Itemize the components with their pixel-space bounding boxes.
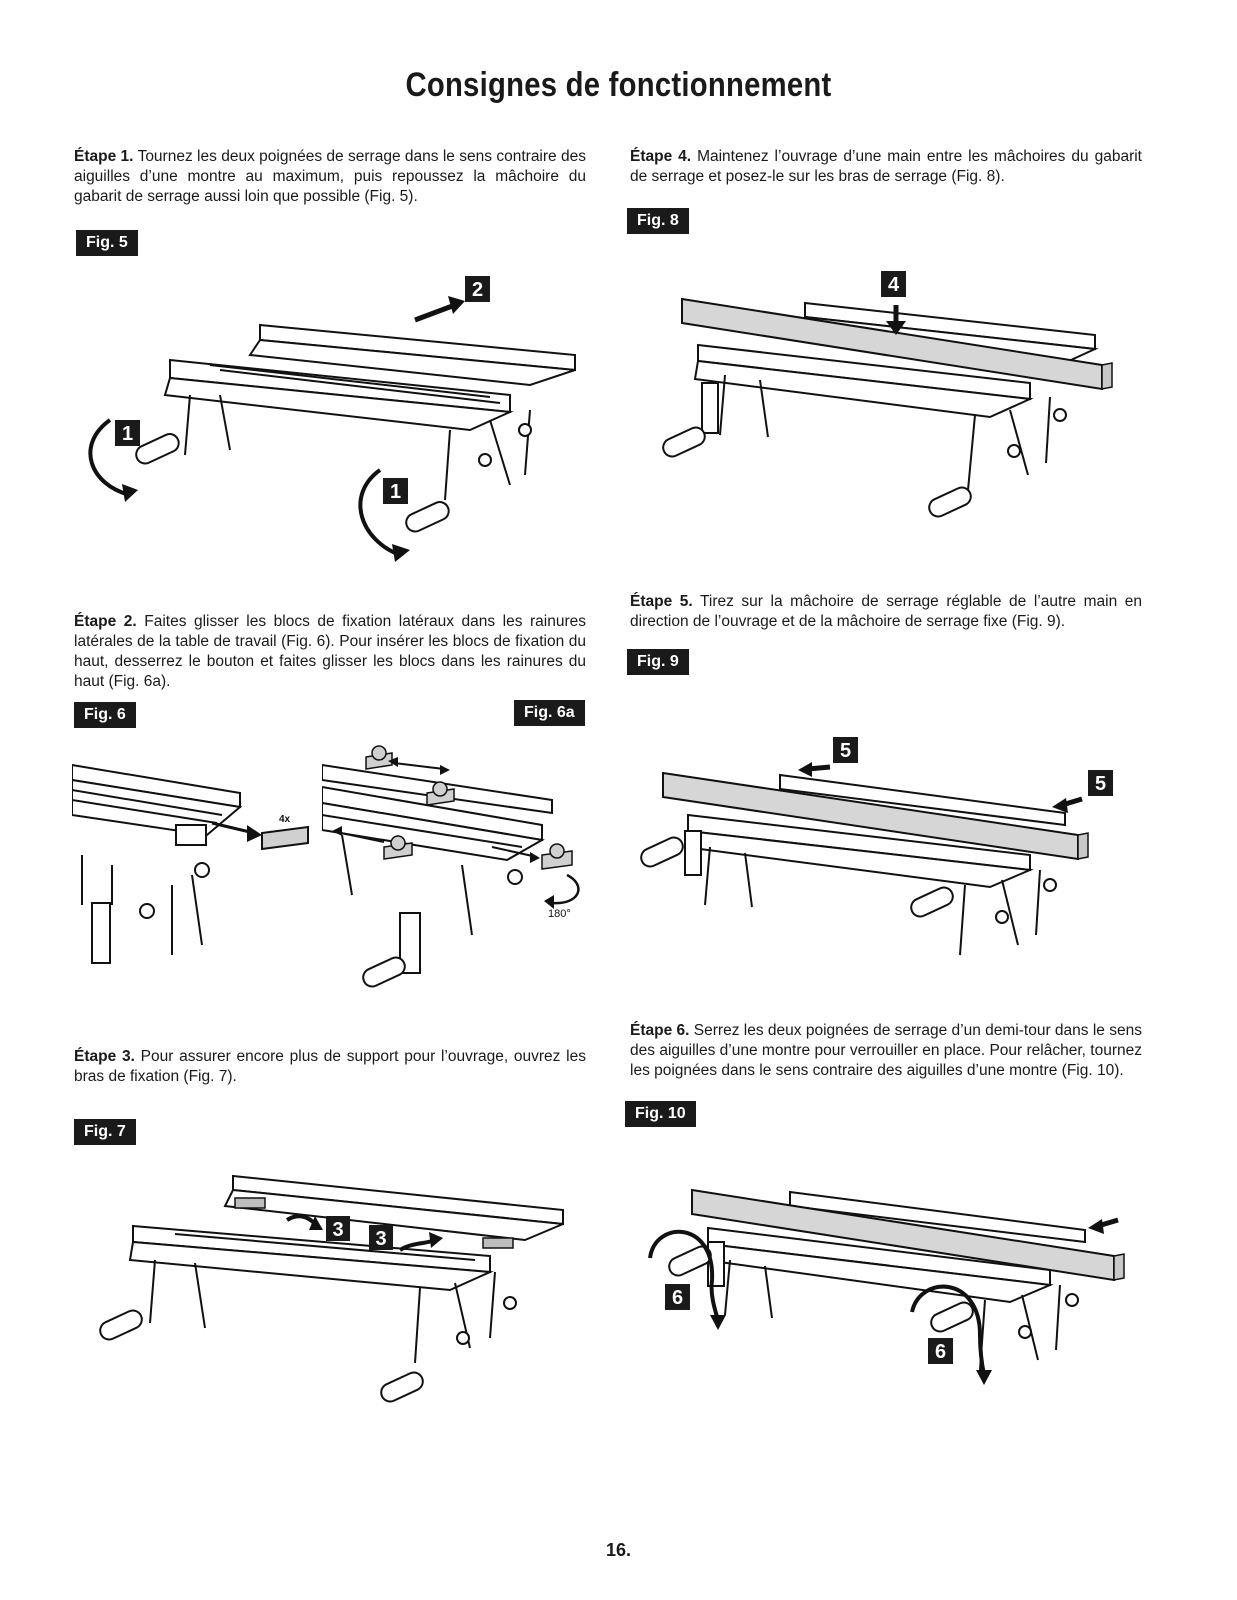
step-4-body: Maintenez l’ouvrage d’une main entre les… <box>630 148 1142 185</box>
svg-text:3: 3 <box>332 1219 343 1241</box>
fig-5-illustration: 1 1 2 <box>88 276 576 562</box>
step-2-text: Étape 2. Faites glisser les blocs de fix… <box>74 612 586 692</box>
page-title: Consignes de fonctionnement <box>405 66 832 104</box>
step-4-text: Étape 4. Maintenez l’ouvrage d’une main … <box>630 147 1142 187</box>
fig-7-callout-3b: 3 <box>369 1225 393 1250</box>
fig-10-callout-6a: 6 <box>665 1284 690 1310</box>
fig-8-callout-4: 4 <box>881 271 906 297</box>
fig-10-label: Fig. 10 <box>625 1101 696 1127</box>
fig-5-callout-1b: 1 <box>383 478 408 504</box>
step-4-label: Étape 4. <box>630 148 692 165</box>
svg-text:1: 1 <box>122 423 133 445</box>
svg-text:4: 4 <box>888 274 900 296</box>
fig-7-illustration: 3 3 <box>99 1174 564 1403</box>
svg-text:5: 5 <box>840 740 851 762</box>
fig-5-callout-2: 2 <box>465 276 490 302</box>
step-5-label: Étape 5. <box>630 593 693 610</box>
fig-7-label: Fig. 7 <box>74 1119 136 1145</box>
fig-9-callout-5a: 5 <box>833 737 858 763</box>
step-1-body: Tournez les deux poignées de serrage dan… <box>74 148 586 205</box>
fig-10-callout-6b: 6 <box>928 1338 953 1364</box>
fig-5-callout-1a: 1 <box>115 420 140 446</box>
fig-6a-illustration: 180° <box>322 745 580 988</box>
fig-6-count: 4x <box>279 814 291 825</box>
fig-9-illustration: 5 5 <box>640 737 1113 956</box>
fig-5-label: Fig. 5 <box>76 230 138 256</box>
page-number: 16. <box>605 1540 632 1560</box>
fig-6a-label: Fig. 6a <box>514 700 585 726</box>
fig-9-callout-5b: 5 <box>1088 770 1113 796</box>
step-1-label: Étape 1. <box>74 148 134 165</box>
svg-text:6: 6 <box>672 1287 683 1309</box>
fig-8-label: Fig. 8 <box>627 208 689 234</box>
step-5-body: Tirez sur la mâchoire de serrage réglabl… <box>630 593 1142 630</box>
fig-6-illustration: 4x <box>72 763 309 964</box>
fig-8-illustration: 4 <box>662 271 1113 518</box>
svg-text:3: 3 <box>375 1228 386 1250</box>
step-6-body: Serrez les deux poignées de serrage d’un… <box>630 1022 1142 1079</box>
fig-7-callout-3a: 3 <box>326 1216 350 1241</box>
fig-6a-angle: 180° <box>548 908 571 920</box>
svg-text:5: 5 <box>1095 773 1106 795</box>
fig-6-label: Fig. 6 <box>74 702 136 728</box>
step-6-text: Étape 6. Serrez les deux poignées de ser… <box>630 1021 1142 1081</box>
step-2-label: Étape 2. <box>74 613 137 630</box>
fig-10-illustration: 6 6 <box>648 1188 1125 1385</box>
step-6-label: Étape 6. <box>630 1022 690 1039</box>
svg-text:2: 2 <box>472 279 483 301</box>
svg-text:1: 1 <box>390 481 401 503</box>
svg-text:6: 6 <box>935 1341 946 1363</box>
step-3-label: Étape 3. <box>74 1048 135 1065</box>
step-3-body: Pour assurer encore plus de support pour… <box>74 1048 586 1085</box>
fig-9-label: Fig. 9 <box>627 649 689 675</box>
step-5-text: Étape 5. Tirez sur la mâchoire de serrag… <box>630 592 1142 632</box>
step-3-text: Étape 3. Pour assurer encore plus de sup… <box>74 1047 586 1087</box>
step-2-body: Faites glisser les blocs de fixation lat… <box>74 613 586 690</box>
step-1-text: Étape 1. Tournez les deux poignées de se… <box>74 147 586 207</box>
